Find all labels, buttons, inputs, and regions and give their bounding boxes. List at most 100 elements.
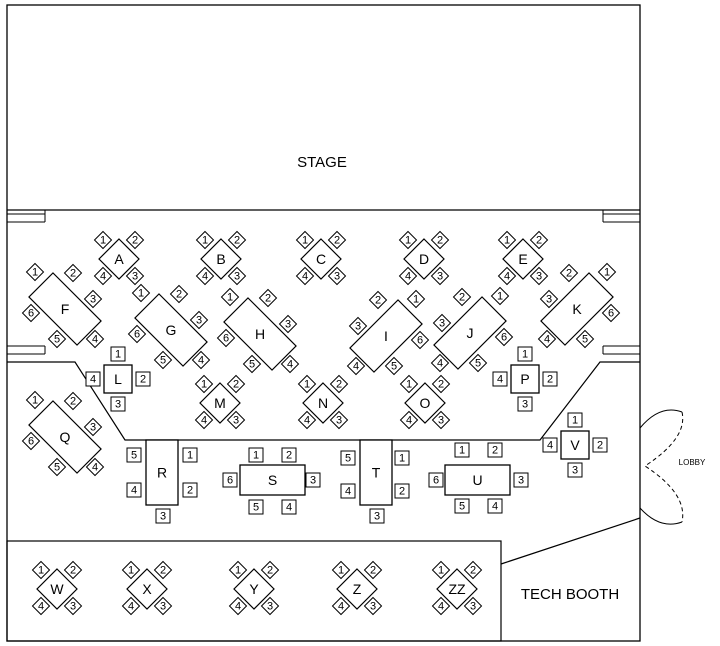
- seat[interactable]: 3: [430, 266, 450, 286]
- seat[interactable]: 4: [346, 356, 366, 376]
- seat[interactable]: 6: [222, 472, 238, 488]
- seat[interactable]: 1: [406, 289, 426, 309]
- seat[interactable]: 4: [195, 266, 215, 286]
- seat[interactable]: 3: [463, 596, 483, 616]
- seat[interactable]: 2: [169, 284, 189, 304]
- seat[interactable]: 5: [47, 457, 67, 477]
- seat[interactable]: 1: [517, 346, 533, 362]
- seat[interactable]: 3: [539, 289, 559, 309]
- seat[interactable]: 2: [592, 437, 608, 453]
- seat[interactable]: 3: [431, 410, 451, 430]
- seat[interactable]: 3: [260, 596, 280, 616]
- seat[interactable]: 6: [216, 328, 236, 348]
- seat[interactable]: 4: [281, 499, 297, 515]
- seat[interactable]: 3: [227, 266, 247, 286]
- seat[interactable]: 1: [220, 287, 240, 307]
- seat[interactable]: 3: [327, 266, 347, 286]
- seat[interactable]: 5: [575, 329, 595, 349]
- seat[interactable]: 1: [248, 447, 264, 463]
- seat[interactable]: 4: [295, 266, 315, 286]
- seat[interactable]: 3: [153, 596, 173, 616]
- seat[interactable]: 3: [189, 310, 209, 330]
- seat[interactable]: 2: [125, 230, 145, 250]
- seat[interactable]: 6: [21, 431, 41, 451]
- seat[interactable]: 1: [394, 450, 410, 466]
- seat[interactable]: 1: [597, 262, 617, 282]
- seat[interactable]: 6: [601, 303, 621, 323]
- seat[interactable]: 2: [63, 391, 83, 411]
- seat[interactable]: 5: [340, 450, 356, 466]
- seat[interactable]: 4: [487, 498, 503, 514]
- seat[interactable]: 1: [131, 283, 151, 303]
- seat[interactable]: 5: [248, 499, 264, 515]
- seat[interactable]: 5: [468, 353, 488, 373]
- seat[interactable]: 2: [431, 374, 451, 394]
- seat[interactable]: 5: [126, 447, 142, 463]
- seat[interactable]: 2: [135, 371, 151, 387]
- seat[interactable]: 2: [63, 560, 83, 580]
- seat[interactable]: 4: [542, 437, 558, 453]
- seat[interactable]: 6: [494, 327, 514, 347]
- seat[interactable]: 1: [490, 286, 510, 306]
- seat[interactable]: 2: [559, 263, 579, 283]
- seat[interactable]: 2: [430, 230, 450, 250]
- seat[interactable]: 2: [182, 482, 198, 498]
- seat[interactable]: 1: [497, 230, 517, 250]
- seat[interactable]: 2: [452, 287, 472, 307]
- seat[interactable]: 3: [363, 596, 383, 616]
- seat[interactable]: 4: [497, 266, 517, 286]
- seat[interactable]: 6: [410, 330, 430, 350]
- seat[interactable]: 2: [258, 288, 278, 308]
- seat[interactable]: 4: [537, 329, 557, 349]
- seat[interactable]: 1: [454, 442, 470, 458]
- seat[interactable]: 2: [529, 230, 549, 250]
- seat[interactable]: 4: [85, 371, 101, 387]
- seat[interactable]: 6: [21, 303, 41, 323]
- seat[interactable]: 2: [487, 442, 503, 458]
- seat[interactable]: 1: [228, 560, 248, 580]
- seat[interactable]: 2: [281, 447, 297, 463]
- seat[interactable]: 2: [394, 483, 410, 499]
- seat[interactable]: 3: [278, 314, 298, 334]
- seat[interactable]: 2: [327, 230, 347, 250]
- seat[interactable]: 4: [191, 350, 211, 370]
- seat[interactable]: 4: [399, 410, 419, 430]
- seat[interactable]: 3: [529, 266, 549, 286]
- seat[interactable]: 2: [227, 230, 247, 250]
- seat[interactable]: 3: [329, 410, 349, 430]
- seat[interactable]: 4: [85, 329, 105, 349]
- seat[interactable]: 3: [432, 313, 452, 333]
- seat[interactable]: 5: [153, 350, 173, 370]
- seat[interactable]: 3: [155, 508, 171, 524]
- seat[interactable]: 1: [567, 412, 583, 428]
- seat[interactable]: 1: [399, 374, 419, 394]
- seat[interactable]: 3: [125, 266, 145, 286]
- seat[interactable]: 1: [31, 560, 51, 580]
- seat[interactable]: 4: [93, 266, 113, 286]
- seat[interactable]: 4: [340, 483, 356, 499]
- seat[interactable]: 2: [363, 560, 383, 580]
